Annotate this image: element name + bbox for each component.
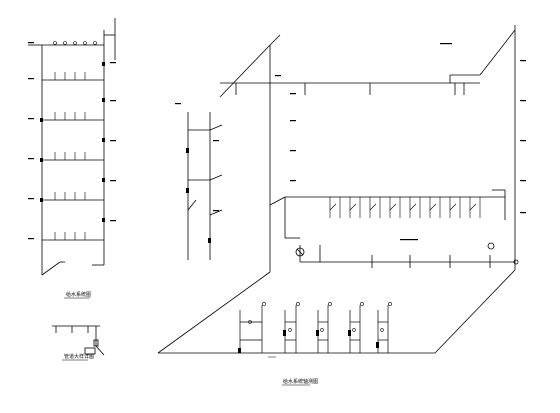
caption-main-isometric: 给水系统轴测图 — [283, 378, 318, 385]
small-detail — [52, 325, 105, 361]
main-isometric — [157, 25, 519, 386]
elevation-marks — [28, 42, 526, 241]
left-riser-diagram — [28, 18, 116, 299]
caption-small-detail: 管道大样详图 — [64, 353, 94, 360]
caption-left-riser: 给水系统图 — [66, 291, 91, 298]
